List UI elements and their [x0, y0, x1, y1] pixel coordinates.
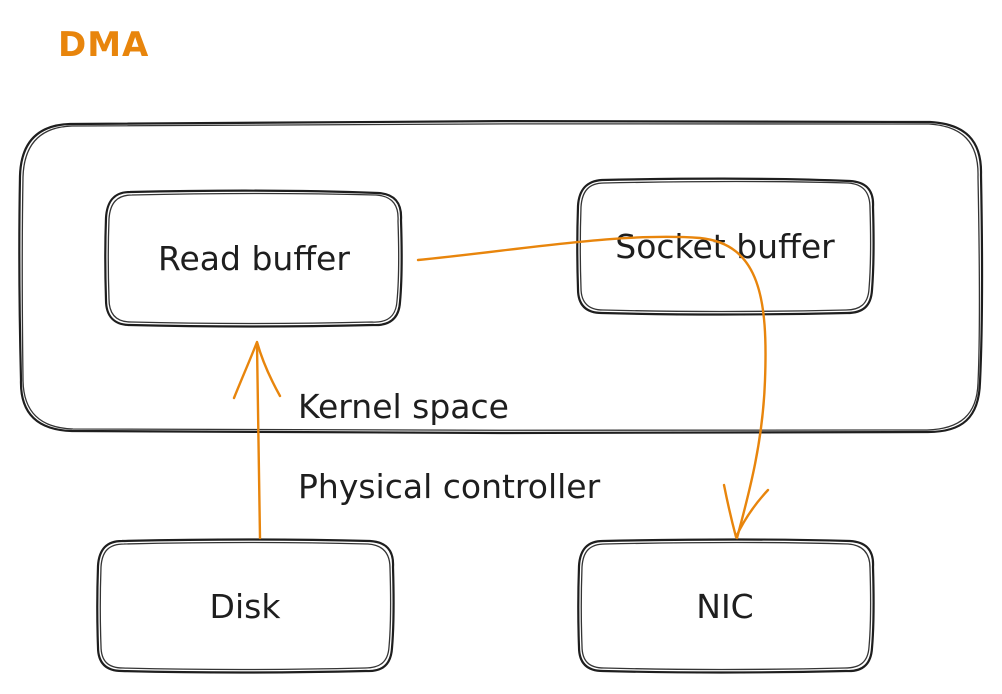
- socket-buffer-label: Socket buffer: [615, 227, 835, 266]
- physical-controller-label: Physical controller: [298, 467, 601, 506]
- diagram-title: DMA: [58, 25, 149, 65]
- nic-label: NIC: [696, 587, 753, 626]
- arrow-disk-to-read-buffer: [232, 340, 282, 540]
- read-buffer-label: Read buffer: [158, 239, 350, 278]
- arrow-read-buffer-to-nic: [416, 235, 770, 540]
- disk-node: Disk: [96, 538, 395, 674]
- read-buffer-node: Read buffer: [104, 189, 403, 328]
- kernel-space-label: Kernel space: [298, 387, 509, 426]
- socket-buffer-node: Socket buffer: [576, 177, 875, 316]
- nic-node: NIC: [577, 538, 875, 674]
- disk-label: Disk: [210, 587, 282, 626]
- kernel-space-container: [18, 119, 984, 435]
